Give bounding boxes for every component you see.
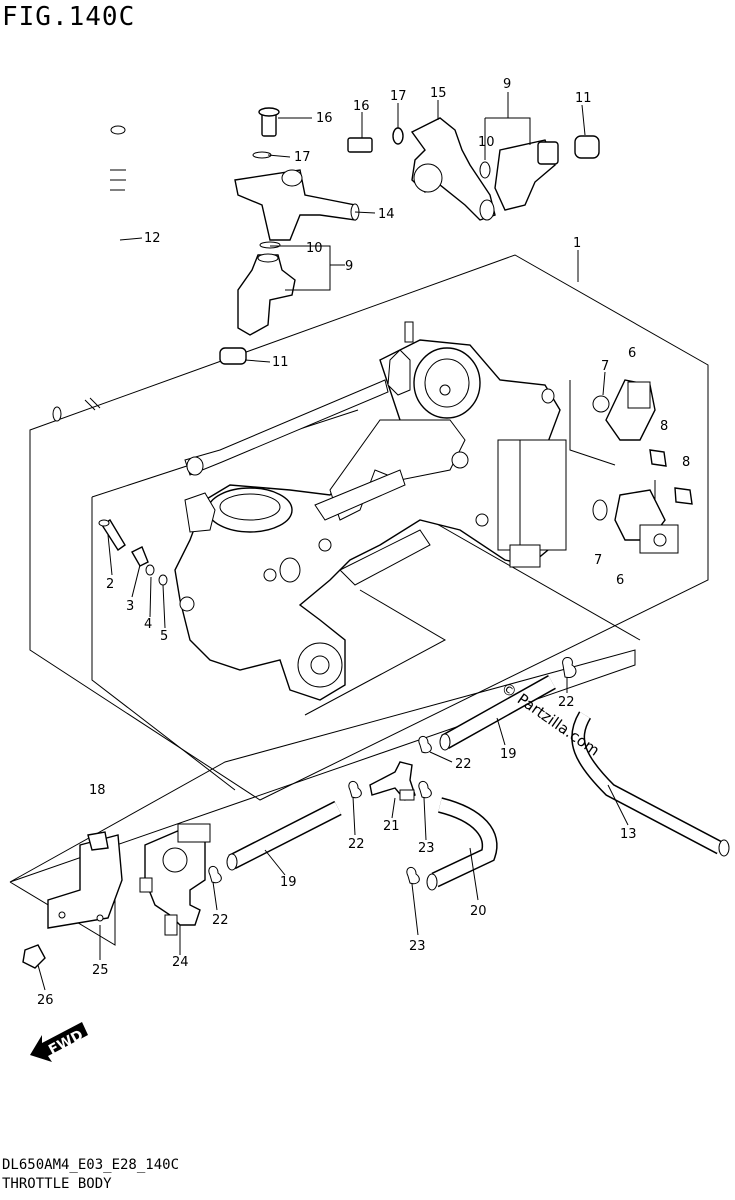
callout-18: 18 xyxy=(89,783,106,798)
callout-5: 5 xyxy=(160,629,168,644)
callout-19a: 19 xyxy=(500,747,517,762)
callout-10a: 10 xyxy=(306,241,323,256)
callout-6b: 6 xyxy=(616,573,624,588)
callout-25: 25 xyxy=(92,963,109,978)
callout-23b: 23 xyxy=(409,939,426,954)
callout-8b: 8 xyxy=(682,455,690,470)
callout-11a: 11 xyxy=(272,355,289,370)
callout-24: 24 xyxy=(172,955,189,970)
callout-17b: 17 xyxy=(390,89,407,104)
sensors xyxy=(569,379,693,554)
callout-14: 14 xyxy=(378,207,395,222)
callout-10b: 10 xyxy=(478,135,495,150)
callout-15: 15 xyxy=(430,86,447,101)
callout-2: 2 xyxy=(106,577,114,592)
injector-right xyxy=(347,117,600,221)
callout-4: 4 xyxy=(144,617,152,632)
figure-title: FIG.140C xyxy=(2,2,136,32)
solenoid-valve-24 xyxy=(139,823,211,936)
callout-22c: 22 xyxy=(348,837,365,852)
callout-22d: 22 xyxy=(212,913,229,928)
callout-23a: 23 xyxy=(418,841,435,856)
callout-8a: 8 xyxy=(660,419,668,434)
hose-20 xyxy=(426,797,498,891)
fwd-arrow-icon: FWD xyxy=(30,1022,88,1062)
callout-7b: 7 xyxy=(594,553,602,568)
callout-16b: 16 xyxy=(353,99,370,114)
figure-name: THROTTLE BODY xyxy=(2,1176,112,1192)
hose-12 xyxy=(52,125,136,422)
callout-9a: 9 xyxy=(345,259,353,274)
callout-21: 21 xyxy=(383,819,400,834)
callout-26: 26 xyxy=(37,993,54,1008)
throttle-body xyxy=(174,321,567,701)
callout-12: 12 xyxy=(144,231,161,246)
hose-19-upper xyxy=(439,675,556,751)
bracket-25 xyxy=(22,831,123,969)
callout-1: 1 xyxy=(573,236,581,251)
leader-lines xyxy=(37,92,629,991)
callout-13: 13 xyxy=(620,827,637,842)
figure-code: DL650AM4_E03_E28_140C xyxy=(2,1157,180,1173)
joint-21 xyxy=(369,761,416,801)
callout-6a: 6 xyxy=(628,346,636,361)
callout-17a: 17 xyxy=(294,150,311,165)
callout-22b: 22 xyxy=(455,757,472,772)
hose-13 xyxy=(571,711,730,857)
injector-left xyxy=(219,107,360,365)
clamps xyxy=(208,657,577,885)
hose-19-lower xyxy=(226,800,342,871)
callout-3: 3 xyxy=(126,599,134,614)
callout-11b: 11 xyxy=(575,91,592,106)
callout-16a: 16 xyxy=(316,111,333,126)
callout-7a: 7 xyxy=(601,359,609,374)
callout-19b: 19 xyxy=(280,875,297,890)
callout-20: 20 xyxy=(470,904,487,919)
callout-9b: 9 xyxy=(503,77,511,92)
screws-2-5 xyxy=(98,519,168,586)
callout-labels: 16 17 14 10 9 11 12 16 17 15 9 10 11 1 6… xyxy=(37,77,690,1008)
callout-22a: 22 xyxy=(558,695,575,710)
